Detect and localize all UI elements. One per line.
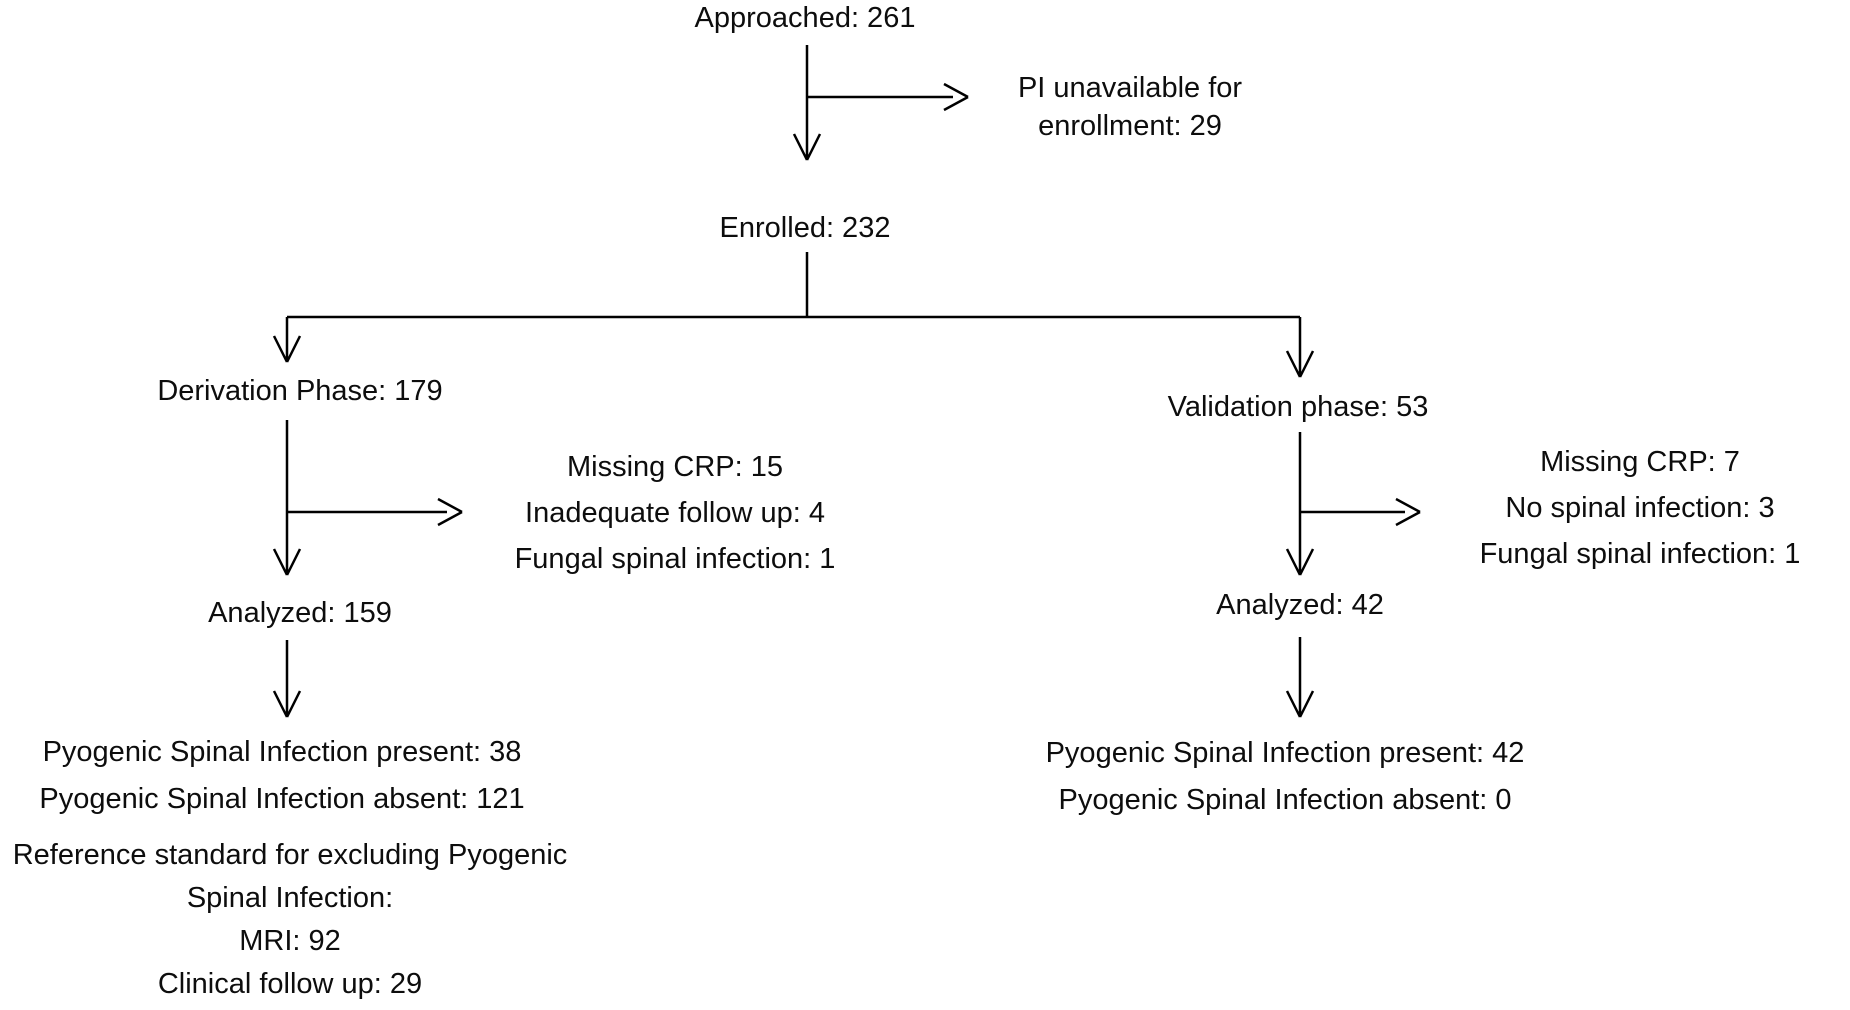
validation-outcome-line: Pyogenic Spinal Infection present: 42: [1045, 737, 1525, 769]
node-validation-outcome: Pyogenic Spinal Infection present: 42 Py…: [1046, 730, 1525, 824]
reference-standard-line: Reference standard for excluding Pyogeni…: [12, 839, 568, 871]
arrow-derivation-to-analyzed: [272, 420, 302, 576]
node-derivation-exclusions: Missing CRP: 15 Inadequate follow up: 4 …: [515, 444, 836, 582]
reference-standard-line: MRI: 92: [239, 925, 341, 957]
arrow-split-to-validation: [1285, 317, 1315, 378]
derivation-outcome-line: Pyogenic Spinal Infection present: 38: [42, 736, 522, 768]
arrow-split-to-derivation: [272, 317, 302, 363]
validation-exclusion-line: Missing CRP: 7: [1540, 446, 1740, 478]
node-derivation-phase: Derivation Phase: 179: [157, 375, 443, 407]
validation-exclusion-line: Fungal spinal infection: 1: [1479, 538, 1801, 570]
derivation-outcome-line: Pyogenic Spinal Infection absent: 121: [39, 783, 525, 815]
pi-unavailable-line: enrollment: 29: [1038, 110, 1222, 142]
node-validation-phase: Validation phase: 53: [1167, 391, 1429, 423]
reference-standard-line: Spinal Infection:: [186, 882, 394, 914]
derivation-exclusion-line: Missing CRP: 15: [567, 451, 783, 483]
reference-standard-line: Clinical follow up: 29: [157, 968, 423, 1000]
node-derivation-analyzed: Analyzed: 159: [208, 597, 392, 629]
arrow-analyzed42-to-outcome: [1285, 637, 1315, 718]
node-approached: Approached: 261: [694, 2, 916, 34]
arrow-derivation-exclusions-branch: [287, 497, 463, 527]
node-enrolled: Enrolled: 232: [719, 212, 891, 244]
node-derivation-reference-standard: Reference standard for excluding Pyogeni…: [13, 834, 568, 1006]
arrow-pi-unavailable-branch: [807, 82, 969, 112]
node-validation-analyzed: Analyzed: 42: [1216, 589, 1384, 621]
arrow-approached-to-enrolled: [792, 45, 822, 161]
arrow-analyzed159-to-outcome: [272, 640, 302, 718]
derivation-exclusion-line: Inadequate follow up: 4: [525, 497, 825, 529]
validation-outcome-line: Pyogenic Spinal Infection absent: 0: [1058, 784, 1512, 816]
node-pi-unavailable: PI unavailable for enrollment: 29: [1018, 69, 1242, 145]
validation-exclusion-line: No spinal infection: 3: [1505, 492, 1775, 524]
node-validation-exclusions: Missing CRP: 7 No spinal infection: 3 Fu…: [1480, 439, 1801, 577]
node-derivation-outcome: Pyogenic Spinal Infection present: 38 Py…: [39, 729, 524, 823]
arrow-validation-exclusions-branch: [1300, 497, 1421, 527]
arrow-validation-to-analyzed: [1285, 432, 1315, 576]
derivation-exclusion-line: Fungal spinal infection: 1: [514, 543, 836, 575]
pi-unavailable-line: PI unavailable for: [1017, 72, 1243, 104]
